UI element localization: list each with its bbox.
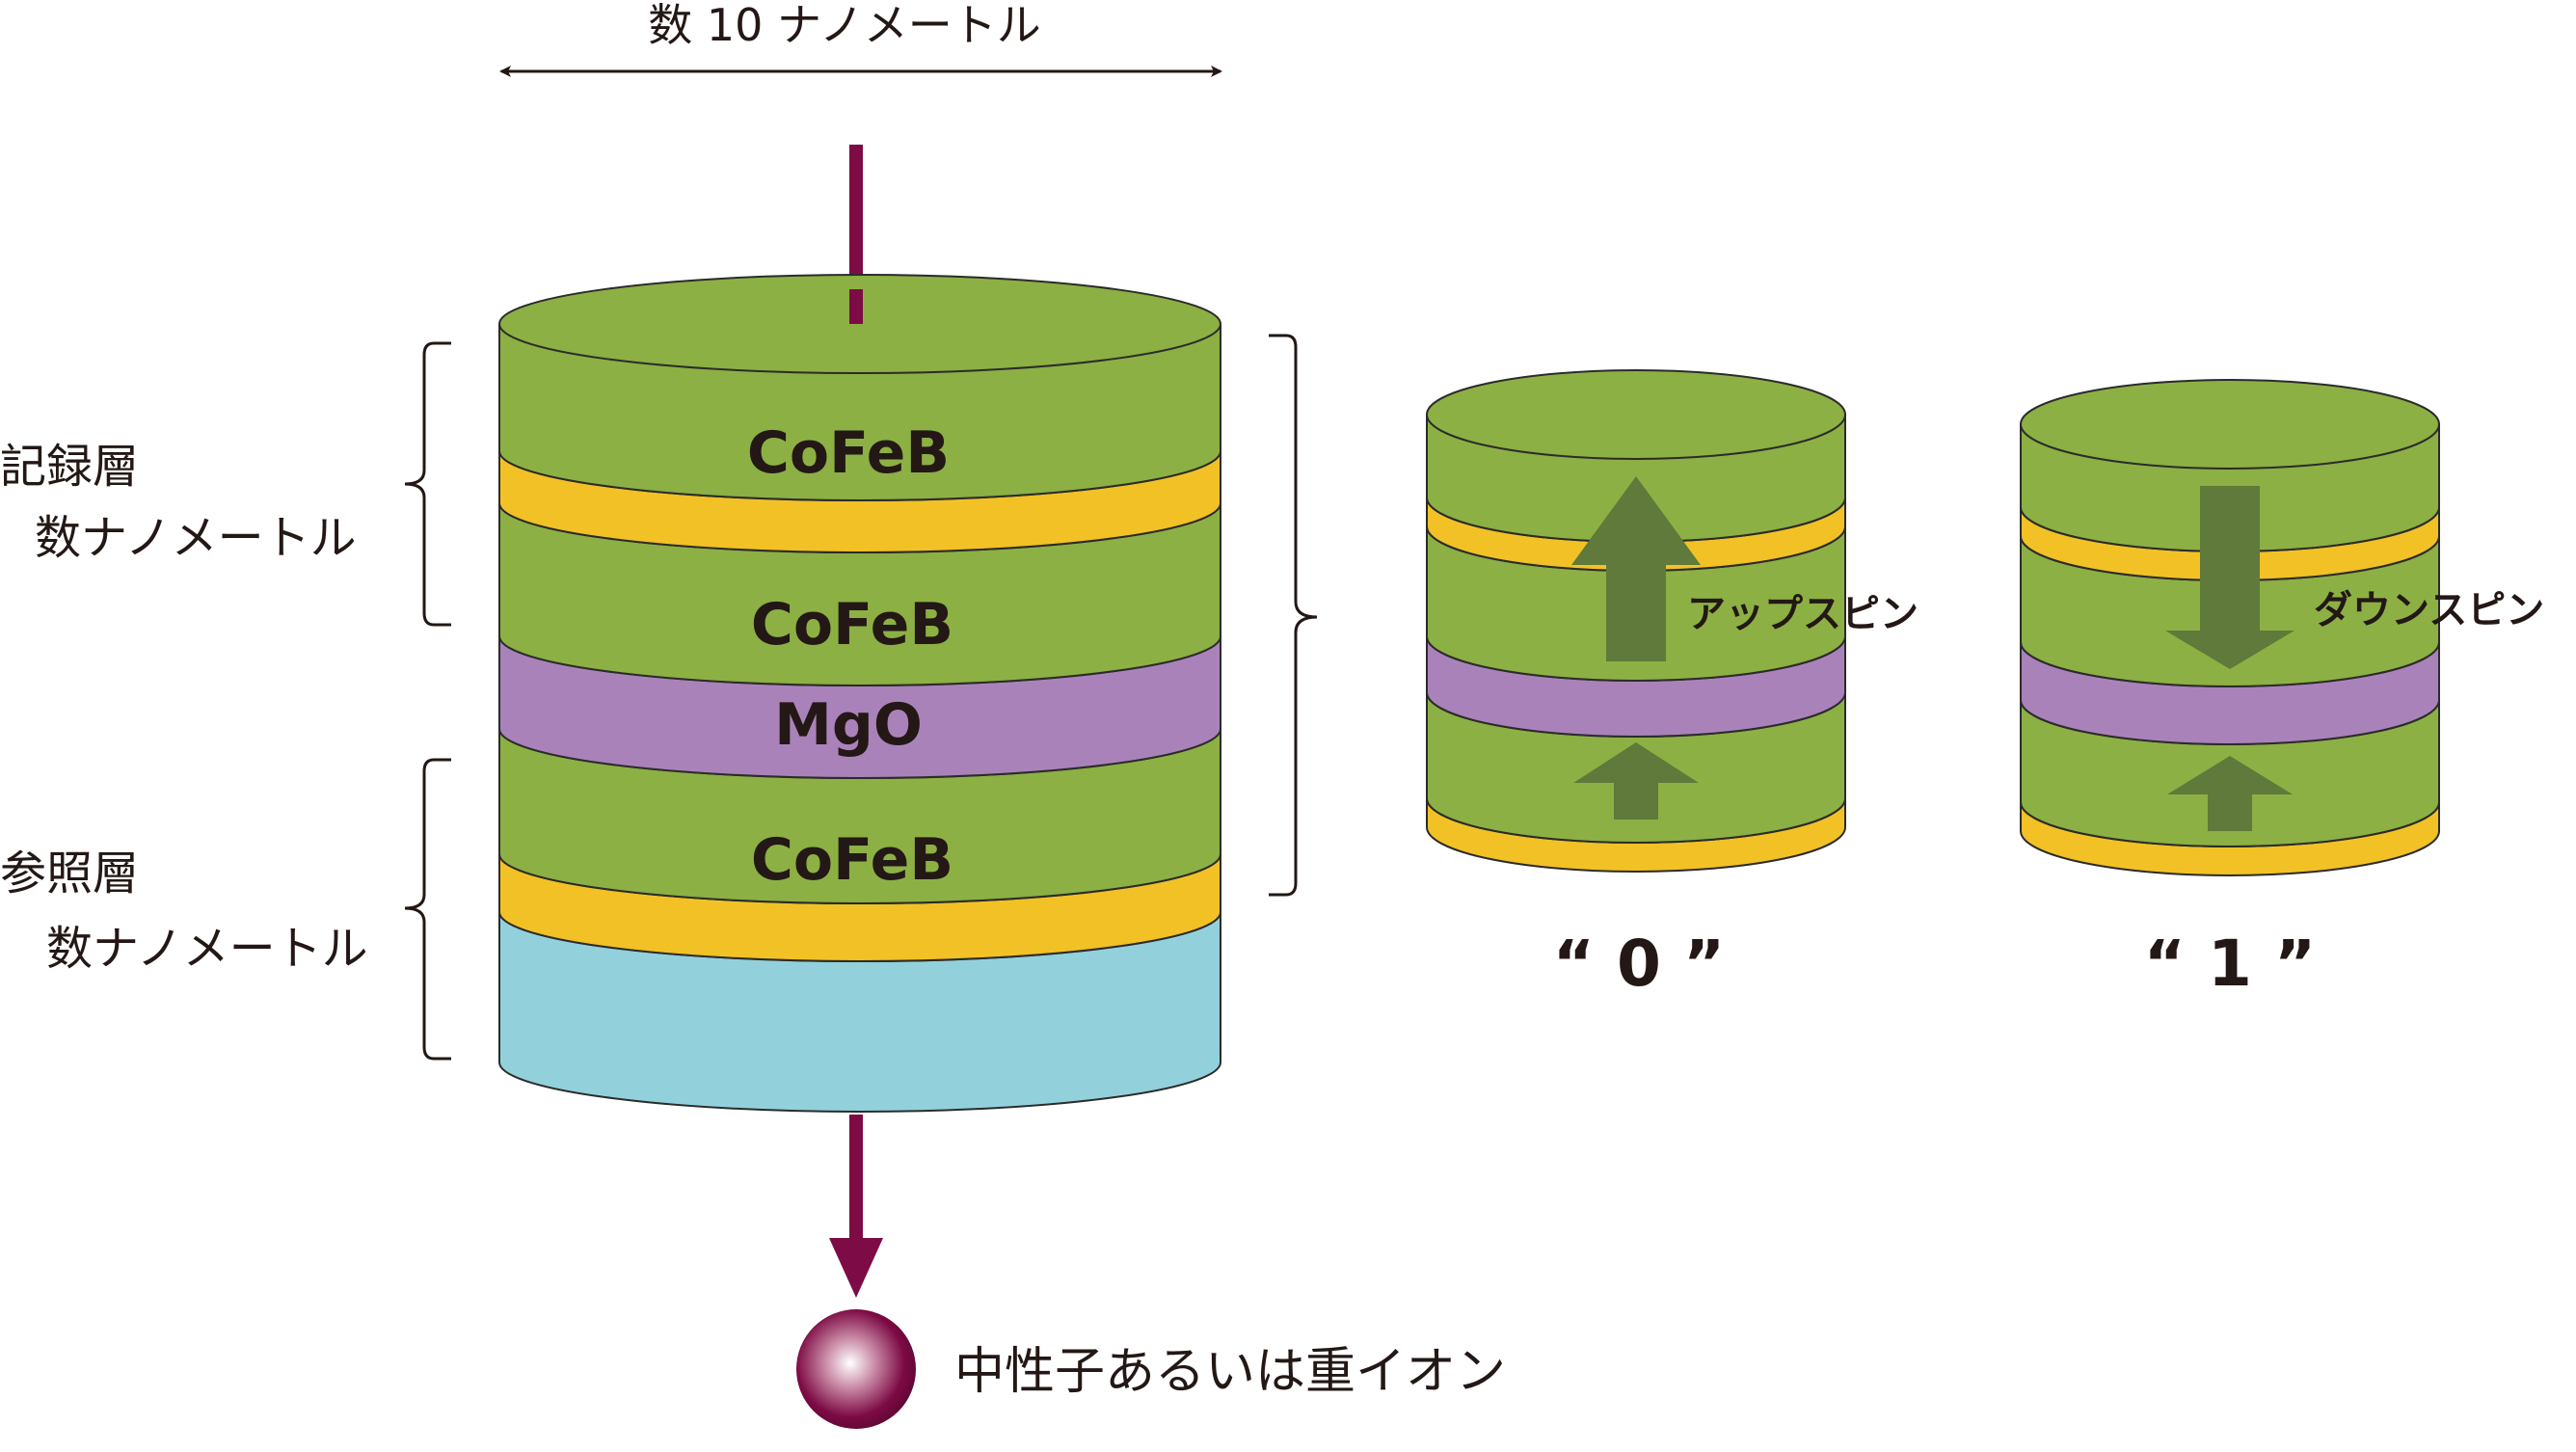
layer-label-middle-cofeb: CoFeB — [751, 591, 953, 659]
state-one-spin-arrows — [2165, 486, 2294, 831]
recording-layer-thickness: 数ナノメートル — [35, 511, 357, 565]
particle-icon — [796, 1309, 916, 1429]
particle-label: 中性子あるいは重イオン — [954, 1343, 1506, 1401]
up-spin-arrow-icon — [1571, 476, 1701, 661]
particle-track-arrowhead — [829, 1238, 883, 1298]
spin-up-label: アップスピン — [1687, 592, 1919, 636]
spin-down-label: ダウンスピン — [2314, 588, 2544, 632]
recording-layer-name: 記録層 — [0, 440, 139, 494]
layer-label-bottom-cofeb: CoFeB — [751, 826, 953, 894]
layer-label-mgo: MgO — [774, 691, 923, 759]
width-label: 数 10 ナノメートル — [648, 0, 1040, 51]
stack-brace-right — [1269, 334, 1318, 897]
reference-up-arrow-icon — [1573, 742, 1699, 820]
state-zero-spin-arrows — [1571, 476, 1701, 820]
layer-label-top-cofeb: CoFeB — [747, 419, 950, 487]
state-zero-label: “ 0 ” — [1553, 927, 1726, 1001]
reference-up-arrow-icon — [2167, 756, 2293, 831]
reference-layer-name: 参照層 — [0, 847, 139, 901]
reference-layer-brace — [404, 758, 451, 1061]
main-stack — [498, 274, 1221, 1113]
width-dimension: 数 10 ナノメートル — [499, 0, 1222, 77]
state-one-label: “ 1 ” — [2144, 927, 2317, 1001]
reference-layer-thickness: 数ナノメートル — [46, 922, 368, 976]
recording-layer-brace — [404, 341, 451, 627]
down-spin-arrow-icon — [2165, 486, 2294, 669]
